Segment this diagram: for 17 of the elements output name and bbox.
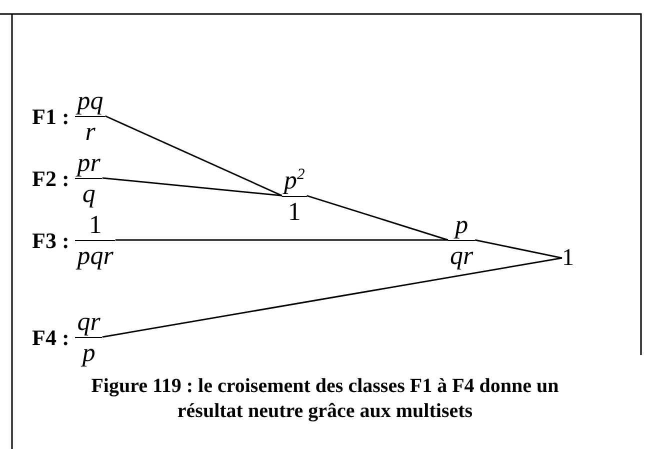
fraction: p qr: [448, 210, 476, 271]
formula-label: F2 :: [32, 166, 70, 192]
fraction: qr p: [75, 307, 102, 368]
fraction: 1 pqr: [75, 210, 116, 271]
connector-line: [115, 239, 448, 241]
connector-line: [104, 115, 282, 196]
connector-line: [306, 194, 448, 241]
formula-label: F3 :: [32, 228, 70, 254]
formula-label: F1 :: [32, 104, 70, 130]
connector-line: [474, 239, 562, 259]
fraction: p$^{2}$ 1: [282, 164, 307, 227]
figure-caption: Figure 119 : le croisement des classes F1 à F4 donne un résultat neutre grâce aux multisets: [90, 374, 560, 424]
connector-line: [102, 177, 282, 196]
result-value: 1: [562, 244, 574, 272]
fraction: pr q: [75, 148, 102, 209]
formula-label: F4 :: [32, 324, 70, 350]
connector-line: [102, 257, 562, 338]
